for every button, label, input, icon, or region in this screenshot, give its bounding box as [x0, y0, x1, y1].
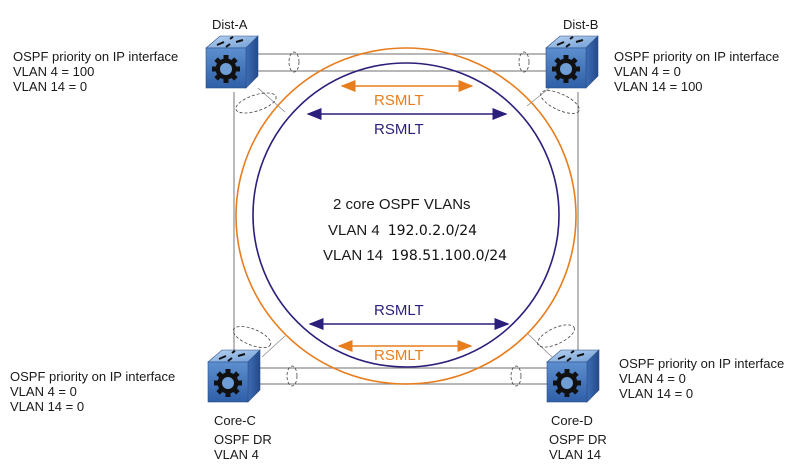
priority-info-core-d: OSPF priority on IP interface VLAN 4 = 0…: [619, 356, 784, 401]
vlan-name: VLAN 4: [328, 222, 380, 239]
links: [233, 53, 579, 385]
ospf-dr-core-c: OSPF DR VLAN 4: [214, 432, 272, 462]
priority-vlan14: VLAN 14 = 100: [614, 79, 703, 94]
priority-heading: OSPF priority on IP interface: [614, 49, 780, 64]
priority-vlan14: VLAN 14 = 0: [13, 79, 88, 94]
switch-name-dist-b: Dist-B: [563, 17, 599, 32]
mlt-bundle-dist-b: [540, 90, 580, 114]
mlt-bundle-core-d: [537, 324, 575, 348]
priority-vlan14: VLAN 14 = 0: [10, 399, 85, 414]
rsmlt-label-top-outer: RSMLT: [374, 92, 424, 109]
router-switch-icon-core-d: [546, 349, 600, 403]
mlt-bundle-top-right: [518, 51, 530, 73]
switch-name-dist-a: Dist-A: [212, 17, 248, 32]
priority-vlan4: VLAN 4 = 0: [619, 371, 686, 386]
priority-heading: OSPF priority on IP interface: [10, 369, 176, 384]
priority-info-dist-a: OSPF priority on IP interface VLAN 4 = 1…: [13, 49, 178, 94]
ospf-dr-label: OSPF DR: [214, 432, 272, 447]
priority-vlan4: VLAN 4 = 100: [13, 64, 95, 79]
switch-name-core-c: Core-C: [214, 413, 256, 428]
ospf-dr-core-d: OSPF DR VLAN 14: [549, 432, 607, 462]
vlan-name: VLAN 14: [323, 247, 384, 264]
core-vlans-title: 2 core OSPF VLANs: [333, 196, 471, 213]
rsmlt-label-top-inner: RSMLT: [374, 121, 424, 138]
core-vlan-row: VLAN 4 192.0.2.0/24: [328, 222, 477, 239]
outer-rsmlt-ring: [235, 47, 577, 385]
vlan-subnet: 192.0.2.0/24: [387, 223, 478, 239]
priority-vlan4: VLAN 4 = 0: [10, 384, 77, 399]
mlt-bundle-dist-a: [235, 92, 277, 114]
ospf-dr-vlan: VLAN 14: [549, 447, 602, 462]
switch-name-core-d: Core-D: [551, 413, 593, 428]
core-vlan-row: VLAN 14 198.51.100.0/24: [323, 247, 507, 264]
mlt-bundle-bottom-left: [286, 365, 298, 387]
mlt-bundle-top-left: [288, 51, 300, 73]
priority-heading: OSPF priority on IP interface: [619, 356, 785, 371]
mlt-bundles: [232, 51, 580, 387]
priority-heading: OSPF priority on IP interface: [13, 49, 179, 64]
ospf-dr-vlan: VLAN 4: [214, 447, 259, 462]
router-switch-icon-core-c: [207, 349, 261, 403]
priority-info-core-c: OSPF priority on IP interface VLAN 4 = 0…: [10, 369, 175, 414]
vlan-subnet: 198.51.100.0/24: [391, 248, 508, 264]
priority-info-dist-b: OSPF priority on IP interface VLAN 4 = 0…: [614, 49, 779, 94]
ospf-dr-label: OSPF DR: [549, 432, 607, 447]
link-core-c-dist-b: [261, 335, 286, 358]
rsmlt-label-bottom-inner: RSMLT: [374, 302, 424, 319]
priority-vlan14: VLAN 14 = 0: [619, 386, 694, 401]
link-core-d-dist-a: [527, 333, 553, 358]
priority-vlan4: VLAN 4 = 0: [614, 64, 681, 79]
router-switch-icon-dist-b: [545, 35, 599, 89]
inner-rsmlt-ring: [252, 62, 560, 368]
mlt-bundle-bottom-right: [510, 365, 522, 387]
router-switch-icon-dist-a: [205, 35, 259, 89]
link-dist-a-core-d: [257, 87, 286, 113]
mlt-bundle-core-c: [232, 326, 272, 348]
rsmlt-label-bottom-outer: RSMLT: [374, 347, 424, 364]
